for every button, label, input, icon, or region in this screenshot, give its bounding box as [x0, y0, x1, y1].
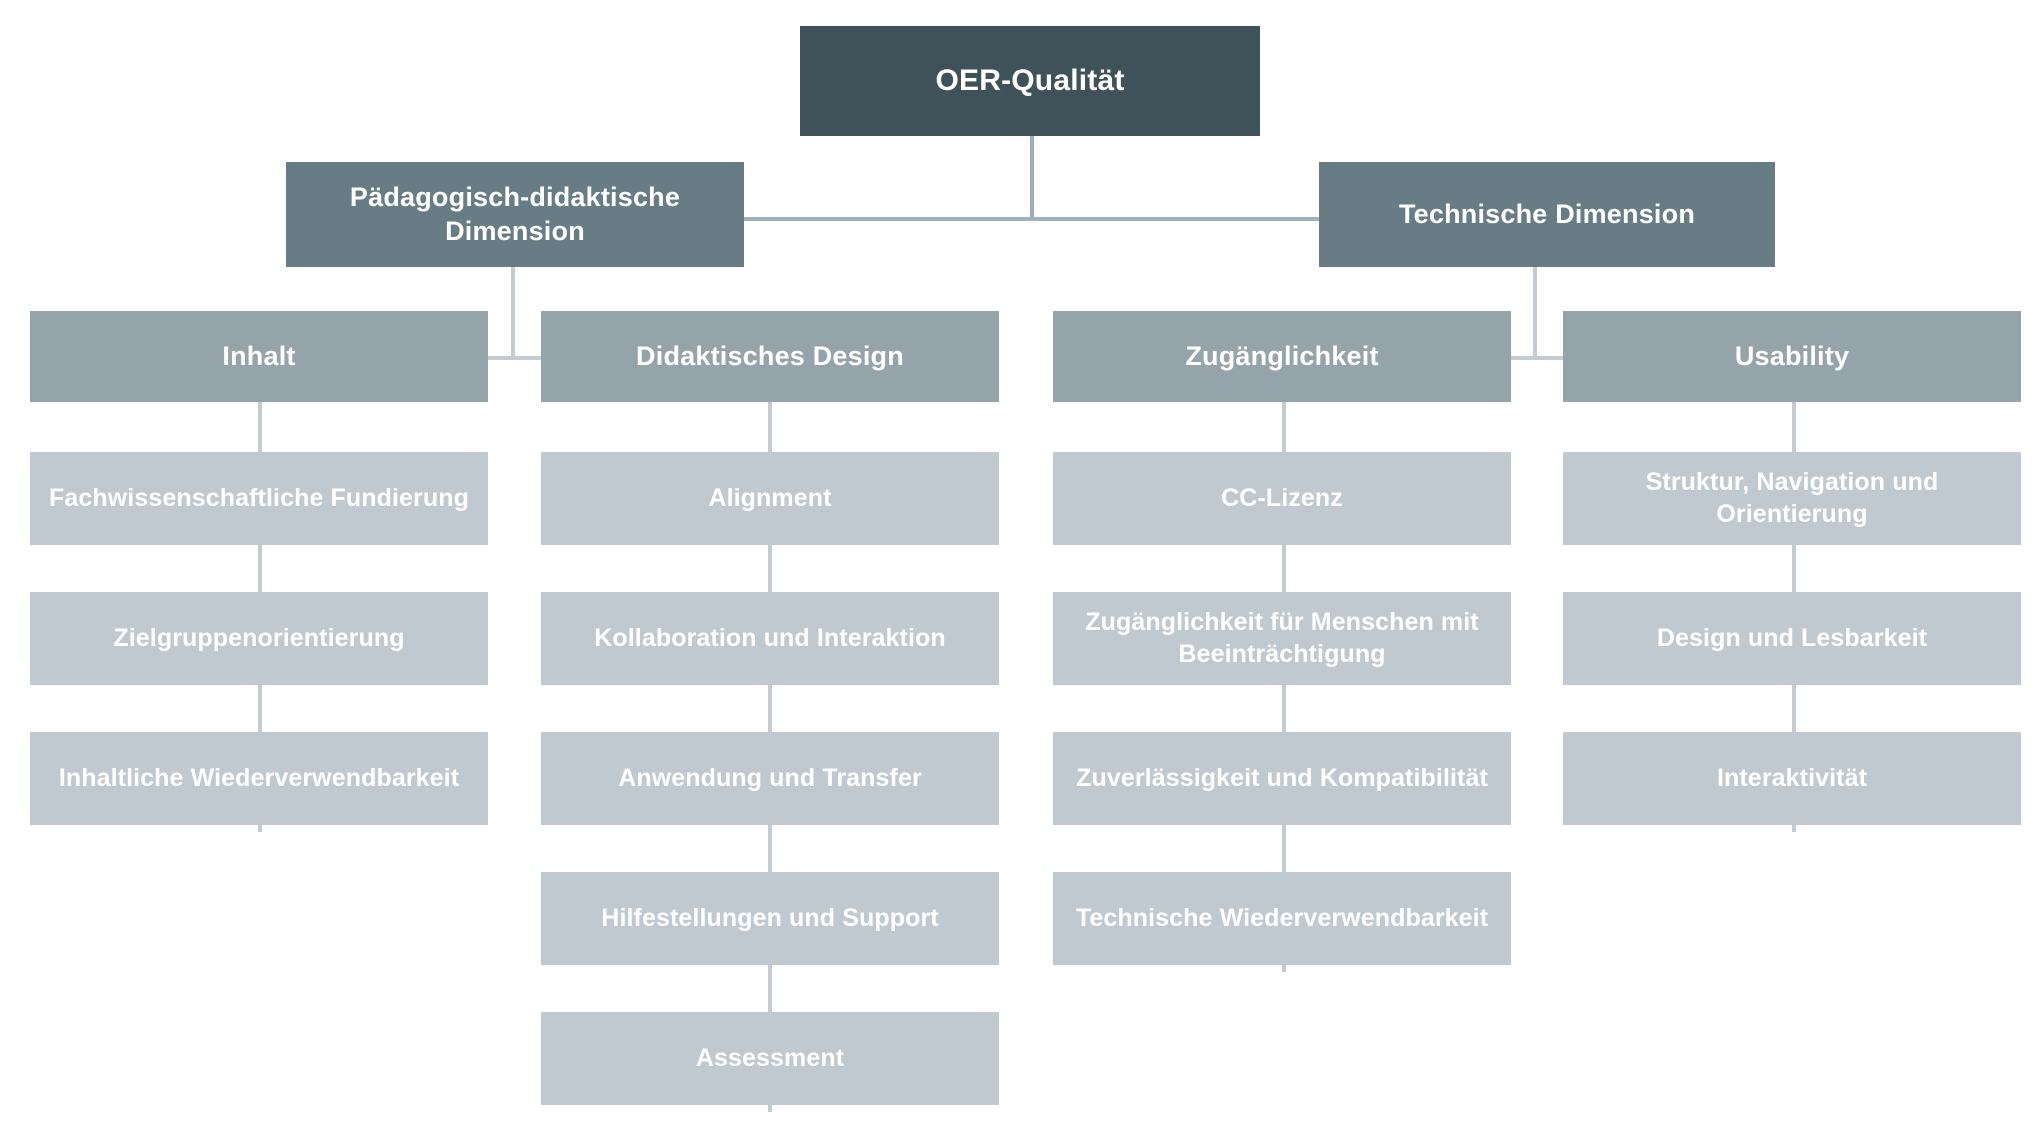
connector-paed-category-bus — [258, 356, 768, 360]
node-item-alignment[interactable]: Alignment — [541, 452, 999, 545]
node-label: Technische Wiederverwendbarkeit — [1075, 903, 1489, 932]
node-label: Didaktisches Design — [636, 340, 904, 371]
node-label: Usability — [1734, 340, 1850, 371]
node-label: Design und Lesbarkeit — [1656, 623, 1928, 652]
node-dimension-technisch[interactable]: Technische Dimension — [1319, 162, 1775, 267]
node-label: Zugänglichkeit — [1185, 340, 1379, 371]
node-item-hilfestellungen-und-support[interactable]: Hilfestellungen und Support — [541, 872, 999, 965]
node-category-inhalt[interactable]: Inhalt — [30, 311, 488, 402]
node-item-interaktivitaet[interactable]: Interaktivität — [1563, 732, 2021, 825]
node-category-zugaenglichkeit[interactable]: Zugänglichkeit — [1053, 311, 1511, 402]
node-label: Inhaltliche Wiederverwendbarkeit — [58, 763, 460, 792]
node-label: Alignment — [708, 483, 832, 512]
node-label: Assessment — [695, 1043, 845, 1072]
node-item-assessment[interactable]: Assessment — [541, 1012, 999, 1105]
node-item-cc-lizenz[interactable]: CC-Lizenz — [1053, 452, 1511, 545]
node-dimension-paedagogisch-didaktisch[interactable]: Pädagogisch-didaktische Dimension — [286, 162, 744, 267]
node-item-anwendung-und-transfer[interactable]: Anwendung und Transfer — [541, 732, 999, 825]
node-category-usability[interactable]: Usability — [1563, 311, 2021, 402]
node-label: Struktur, Navigation und Orientierung — [1645, 468, 1939, 528]
node-label: Pädagogisch-didaktische Dimension — [349, 181, 681, 246]
node-item-kollaboration-und-interaktion[interactable]: Kollaboration und Interaktion — [541, 592, 999, 685]
node-item-technische-wiederverwendbarkeit[interactable]: Technische Wiederverwendbarkeit — [1053, 872, 1511, 965]
node-item-fachwissenschaftliche-fundierung[interactable]: Fachwissenschaftliche Fundierung — [30, 452, 488, 545]
node-label: Zuverlässigkeit und Kompatibilität — [1076, 763, 1488, 792]
node-label: CC-Lizenz — [1221, 483, 1343, 512]
node-label: Zielgruppenorientierung — [113, 623, 405, 652]
node-label: Zugänglichkeit für Menschen mit Beeinträ… — [1085, 608, 1479, 668]
connector-level2-bus — [744, 217, 1319, 221]
connector-tech-stem — [1533, 267, 1537, 360]
node-item-design-und-lesbarkeit[interactable]: Design und Lesbarkeit — [1563, 592, 2021, 685]
node-label: Anwendung und Transfer — [618, 763, 922, 792]
node-label: Kollaboration und Interaktion — [594, 623, 946, 652]
connector-tech-category-bus — [1282, 356, 1792, 360]
node-label: Inhalt — [222, 340, 296, 371]
connector-paed-stem — [511, 267, 515, 360]
connector-root-stem — [1030, 136, 1034, 219]
node-label: Fachwissenschaftliche Fundierung — [49, 483, 469, 512]
node-root-oer-qualitaet[interactable]: OER-Qualität — [800, 26, 1260, 136]
node-label: OER-Qualität — [935, 64, 1125, 98]
node-label: Hilfestellungen und Support — [601, 903, 939, 932]
node-item-inhaltliche-wiederverwendbarkeit[interactable]: Inhaltliche Wiederverwendbarkeit — [30, 732, 488, 825]
node-item-zielgruppenorientierung[interactable]: Zielgruppenorientierung — [30, 592, 488, 685]
node-label: Technische Dimension — [1398, 198, 1696, 229]
connector-spine-zugaenglichkeit — [1282, 402, 1286, 972]
node-item-struktur-navigation-und-orientierung[interactable]: Struktur, Navigation und Orientierung — [1563, 452, 2021, 545]
node-label: Interaktivität — [1716, 763, 1868, 792]
node-category-didaktisches-design[interactable]: Didaktisches Design — [541, 311, 999, 402]
node-item-zuverlaessigkeit-und-kompatibilitaet[interactable]: Zuverlässigkeit und Kompatibilität — [1053, 732, 1511, 825]
node-item-zugaenglichkeit-fuer-menschen-mit-beeintraechtigung[interactable]: Zugänglichkeit für Menschen mit Beeinträ… — [1053, 592, 1511, 685]
